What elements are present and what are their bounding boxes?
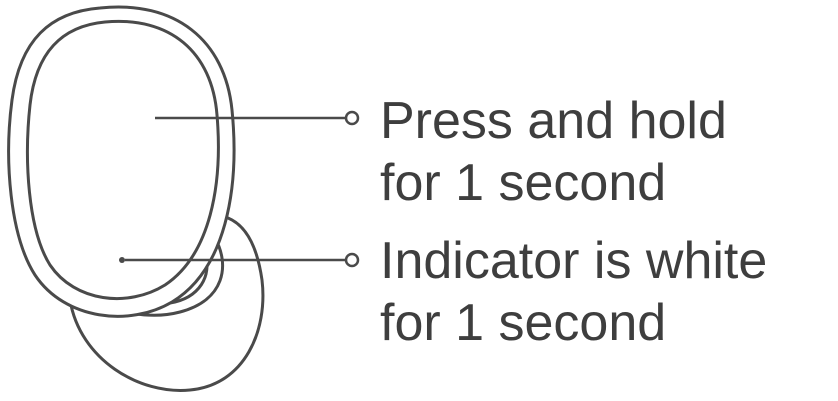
callout-ring-press (344, 110, 360, 126)
press-hold-line1: Press and hold (380, 92, 727, 150)
press-hold-callout: Press and hold for 1 second (380, 90, 727, 214)
ear-tip (68, 216, 265, 392)
earbud-body-outer (7, 5, 236, 318)
indicator-line1: Indicator is white (380, 232, 768, 290)
indicator-line2: for 1 second (380, 294, 667, 352)
callout-ring-indicator (344, 252, 360, 268)
earbud-body-inner (26, 19, 220, 301)
indicator-dot (119, 257, 125, 263)
indicator-callout: Indicator is white for 1 second (380, 230, 767, 354)
press-hold-line2: for 1 second (380, 154, 667, 212)
